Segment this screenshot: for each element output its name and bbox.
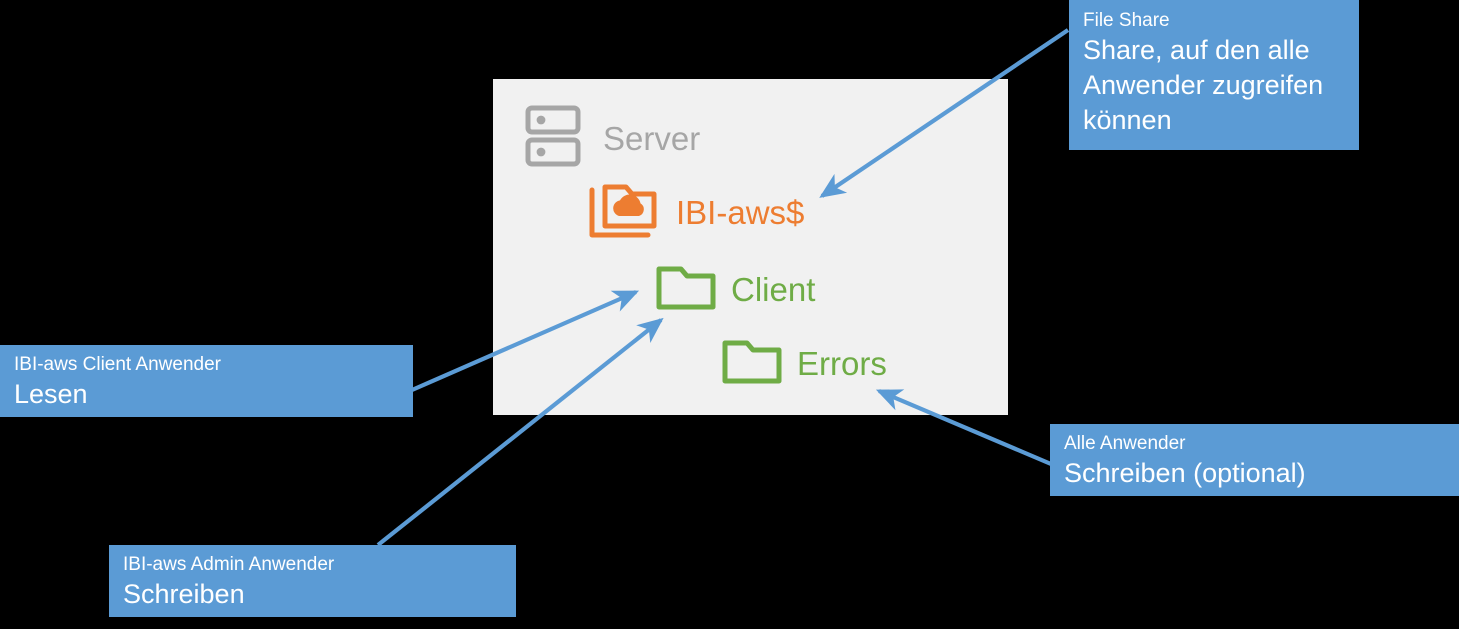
server-rack-icon bbox=[525, 104, 581, 173]
folder-icon bbox=[655, 261, 717, 318]
cloud-folder-icon bbox=[586, 179, 662, 246]
callout-admin-user[interactable]: IBI-aws Admin Anwender Schreiben bbox=[109, 545, 516, 617]
server-label: Server bbox=[603, 120, 701, 157]
share-label: IBI-aws$ bbox=[676, 194, 805, 231]
folder-row-client[interactable]: Client bbox=[655, 261, 815, 318]
share-row[interactable]: IBI-aws$ bbox=[586, 179, 804, 246]
callout-client-user[interactable]: IBI-aws Client Anwender Lesen bbox=[0, 345, 413, 417]
folder-label-errors: Errors bbox=[797, 345, 887, 382]
callout-body: Share, auf den alle Anwender zugreifen k… bbox=[1083, 34, 1324, 136]
callout-title: IBI-aws Admin Anwender bbox=[123, 554, 335, 575]
callout-title: IBI-aws Client Anwender bbox=[14, 354, 221, 375]
callout-title: File Share bbox=[1083, 10, 1170, 31]
callout-body: Schreiben (optional) bbox=[1064, 457, 1306, 488]
callout-title: Alle Anwender bbox=[1064, 433, 1186, 454]
callout-file-share[interactable]: File Share Share, auf den alle Anwender … bbox=[1069, 0, 1359, 150]
callout-body: Schreiben bbox=[123, 578, 245, 609]
folder-label-client: Client bbox=[731, 271, 816, 308]
folder-row-errors[interactable]: Errors bbox=[721, 335, 887, 392]
server-header-row: Server bbox=[525, 104, 700, 173]
callout-all-users[interactable]: Alle Anwender Schreiben (optional) bbox=[1050, 424, 1459, 496]
callout-body: Lesen bbox=[14, 378, 88, 409]
server-panel: Server IBI-aws$ bbox=[493, 79, 1008, 415]
folder-icon bbox=[721, 335, 783, 392]
